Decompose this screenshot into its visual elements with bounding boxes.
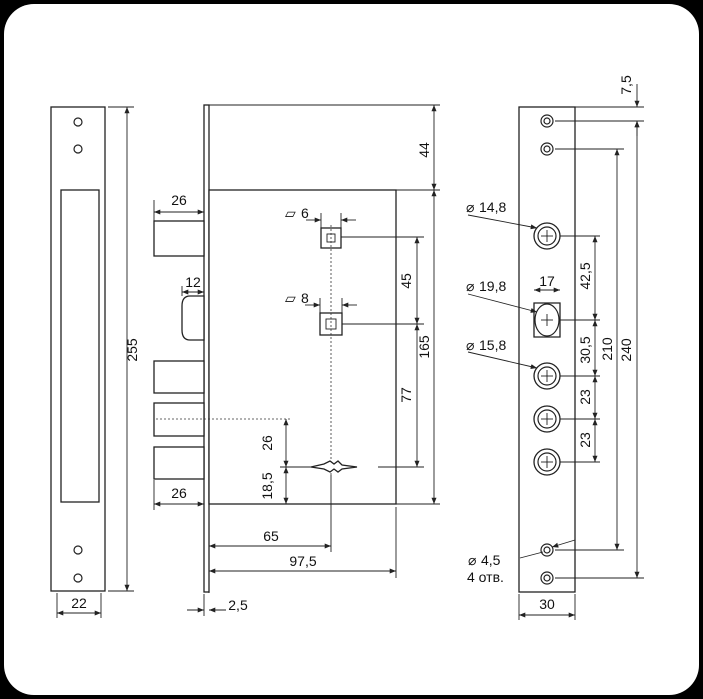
dim-square-8: 8 <box>301 290 309 306</box>
dim-26-bottom: 26 <box>171 485 187 501</box>
dim-240: 240 <box>618 338 634 362</box>
center-dimensions: 26 12 26 18,5 26 65 97,5 2,5 ▱ 6 <box>153 104 440 616</box>
screw-hole-icon <box>73 144 83 154</box>
spindle-square-8 <box>319 312 343 336</box>
front-plate <box>203 104 210 593</box>
dim-165: 165 <box>416 335 432 359</box>
dim-22: 22 <box>71 595 87 611</box>
dim-255: 255 <box>124 338 140 362</box>
holes-count: 4 отв. <box>467 569 504 585</box>
dim-23-a: 23 <box>577 389 593 405</box>
screw-hole-icon <box>73 545 83 555</box>
dim-77: 77 <box>398 387 414 403</box>
dim-210: 210 <box>599 337 615 361</box>
bolt-bottom <box>153 446 205 480</box>
dim-dia-19-8: 19,8 <box>479 278 506 294</box>
diameter-symbol: ⌀ <box>466 337 474 353</box>
dim-26-top: 26 <box>171 192 187 208</box>
bolt-top <box>153 220 205 257</box>
latch-bolt <box>181 295 205 341</box>
left-faceplate: 255 22 <box>50 106 140 618</box>
dim-26-vert: 26 <box>259 435 275 451</box>
dim-65: 65 <box>263 528 279 544</box>
dim-30-5: 30,5 <box>577 336 593 363</box>
lock-body <box>153 104 397 593</box>
diameter-symbol: ⌀ <box>468 552 476 568</box>
right-faceplate <box>518 106 576 593</box>
bolt-middle-1 <box>153 360 205 394</box>
screw-hole-icon <box>73 573 83 583</box>
lock-technical-drawing: 255 22 26 12 <box>50 75 644 620</box>
dim-44: 44 <box>416 142 432 158</box>
dim-2-5: 2,5 <box>228 597 248 613</box>
dim-18-5: 18,5 <box>259 472 275 499</box>
faceplate-slot <box>60 189 100 503</box>
diameter-symbol: ⌀ <box>466 278 474 294</box>
dim-42-5: 42,5 <box>577 262 593 289</box>
dim-30: 30 <box>539 596 555 612</box>
dim-12: 12 <box>185 274 201 290</box>
dim-7-5: 7,5 <box>618 75 634 95</box>
dim-dia-14-8: 14,8 <box>479 199 506 215</box>
square-symbol: ▱ <box>285 205 296 221</box>
dim-45: 45 <box>398 273 414 289</box>
dim-square-6: 6 <box>301 205 309 221</box>
drawing-frame: 255 22 26 12 <box>4 4 699 695</box>
keyhole-icon <box>310 460 358 473</box>
dim-23-b: 23 <box>577 432 593 448</box>
diameter-symbol: ⌀ <box>466 199 474 215</box>
dim-17: 17 <box>539 273 555 289</box>
lock-case <box>208 189 397 505</box>
square-symbol: ▱ <box>285 290 296 306</box>
right-dimensions: 7,5 240 210 42,5 30,5 23 23 17 30 ⌀ 14,8… <box>466 75 644 620</box>
dim-97-5: 97,5 <box>289 553 316 569</box>
bolt-middle-2 <box>153 402 205 437</box>
front-face-outline <box>518 106 576 593</box>
dim-dia-4-5: 4,5 <box>481 552 501 568</box>
screw-hole-icon <box>73 117 83 127</box>
dim-dia-15-8: 15,8 <box>479 337 506 353</box>
